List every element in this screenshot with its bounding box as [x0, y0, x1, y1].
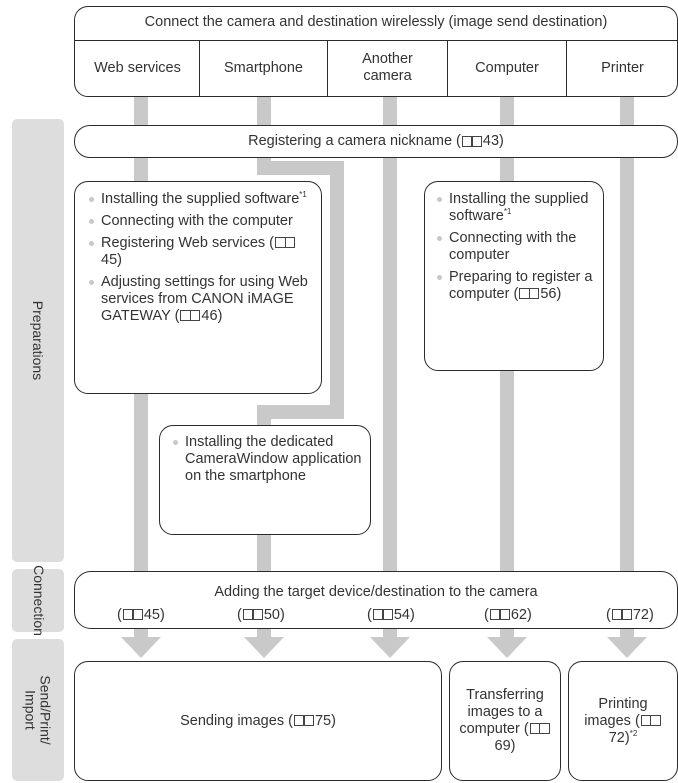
book-icon [640, 714, 661, 726]
printing-images-box: Printing images (72)*2 [568, 661, 678, 781]
stage-connection: Connection [12, 565, 64, 636]
arrow-web-services [121, 637, 161, 658]
arrow-computer [487, 637, 527, 658]
web-prep-item-install: Installing the supplied software*1 [87, 191, 313, 208]
header-col-divider-1 [199, 40, 200, 96]
transfer-images-label: Transferring images to a computer [459, 687, 544, 737]
web-prep-item-connect: Connecting with the computer [87, 213, 313, 230]
header-col-divider-2 [327, 40, 328, 96]
stage-send-print-import: Send/Print/ Import [12, 639, 64, 781]
arrow-another-camera [370, 637, 410, 658]
connection-ref-smartphone: (50) [237, 607, 285, 623]
stage-preparations: Preparations [12, 119, 64, 562]
header-col-divider-3 [447, 40, 448, 96]
transfer-images-page: 69 [494, 738, 511, 754]
connection-ref-computer: (62) [484, 607, 532, 623]
stage-label-preparations: Preparations [30, 300, 47, 381]
book-icon [275, 237, 295, 248]
nickname-page: 43 [482, 133, 500, 149]
nickname-box: Registering a camera nickname (43) [74, 125, 678, 158]
sending-images-box: Sending images (75) [74, 661, 442, 781]
header-col-divider-4 [566, 40, 567, 96]
connection-label: Adding the target device/destination to … [214, 583, 538, 600]
header-box [74, 6, 678, 97]
sending-images-label: Sending images [180, 712, 285, 729]
destination-printer: Printer [601, 59, 644, 76]
destination-web-services: Web services [94, 59, 181, 76]
connector-smartphone-right [257, 161, 344, 175]
computer-prep-item-register: Preparing to register a computer (56) [435, 269, 597, 303]
stage-label-send-print-import: Send/Print/ Import [23, 675, 55, 745]
web-prep-item-adjust: Adjusting settings for using Web service… [87, 274, 313, 325]
printing-images-note: *2 [629, 728, 638, 738]
sending-images-page: 75 [314, 712, 332, 729]
book-icon [372, 609, 393, 620]
book-icon [489, 609, 510, 620]
connection-ref-web-services: (45) [117, 607, 165, 623]
book-icon [529, 723, 550, 734]
connector-smartphone-left [257, 405, 344, 419]
arrow-printer [607, 637, 647, 658]
header-title: Connect the camera and destination wirel… [144, 13, 608, 30]
header-divider [75, 40, 678, 41]
book-icon [293, 714, 314, 726]
destination-another-camera: Another camera [362, 51, 413, 84]
connector-printer [620, 95, 634, 644]
web-services-prep-box: Installing the supplied software*1 Conne… [74, 181, 322, 394]
destination-smartphone: Smartphone [224, 59, 303, 76]
nickname-label: Registering a camera nickname [248, 133, 453, 149]
book-icon [461, 136, 482, 147]
book-icon [242, 609, 263, 620]
stage-label-connection: Connection [30, 565, 47, 636]
connection-ref-another-camera: (54) [367, 607, 415, 623]
book-icon [611, 609, 632, 620]
destination-computer: Computer [475, 59, 539, 76]
printing-images-label: Printing images [584, 695, 648, 729]
connection-ref-printer: (72) [606, 607, 654, 623]
connector-another-camera [383, 95, 397, 644]
smartphone-prep-item-install: Installing the dedicated CameraWindow ap… [171, 434, 362, 485]
computer-prep-item-connect: Connecting with the computer [435, 230, 597, 264]
smartphone-prep-box: Installing the dedicated CameraWindow ap… [159, 425, 371, 535]
transfer-images-box: Transferring images to a computer (69) [449, 661, 561, 781]
book-icon [122, 609, 143, 620]
connector-smartphone-vertical [330, 161, 344, 419]
printing-images-page: 72 [608, 729, 625, 746]
book-icon [519, 288, 540, 299]
book-icon [180, 310, 201, 321]
arrow-smartphone [244, 637, 284, 658]
computer-prep-item-install: Installing the supplied software*1 [435, 191, 597, 225]
web-prep-item-register: Registering Web services (45) [87, 235, 313, 269]
computer-prep-box: Installing the supplied software*1 Conne… [424, 181, 604, 371]
